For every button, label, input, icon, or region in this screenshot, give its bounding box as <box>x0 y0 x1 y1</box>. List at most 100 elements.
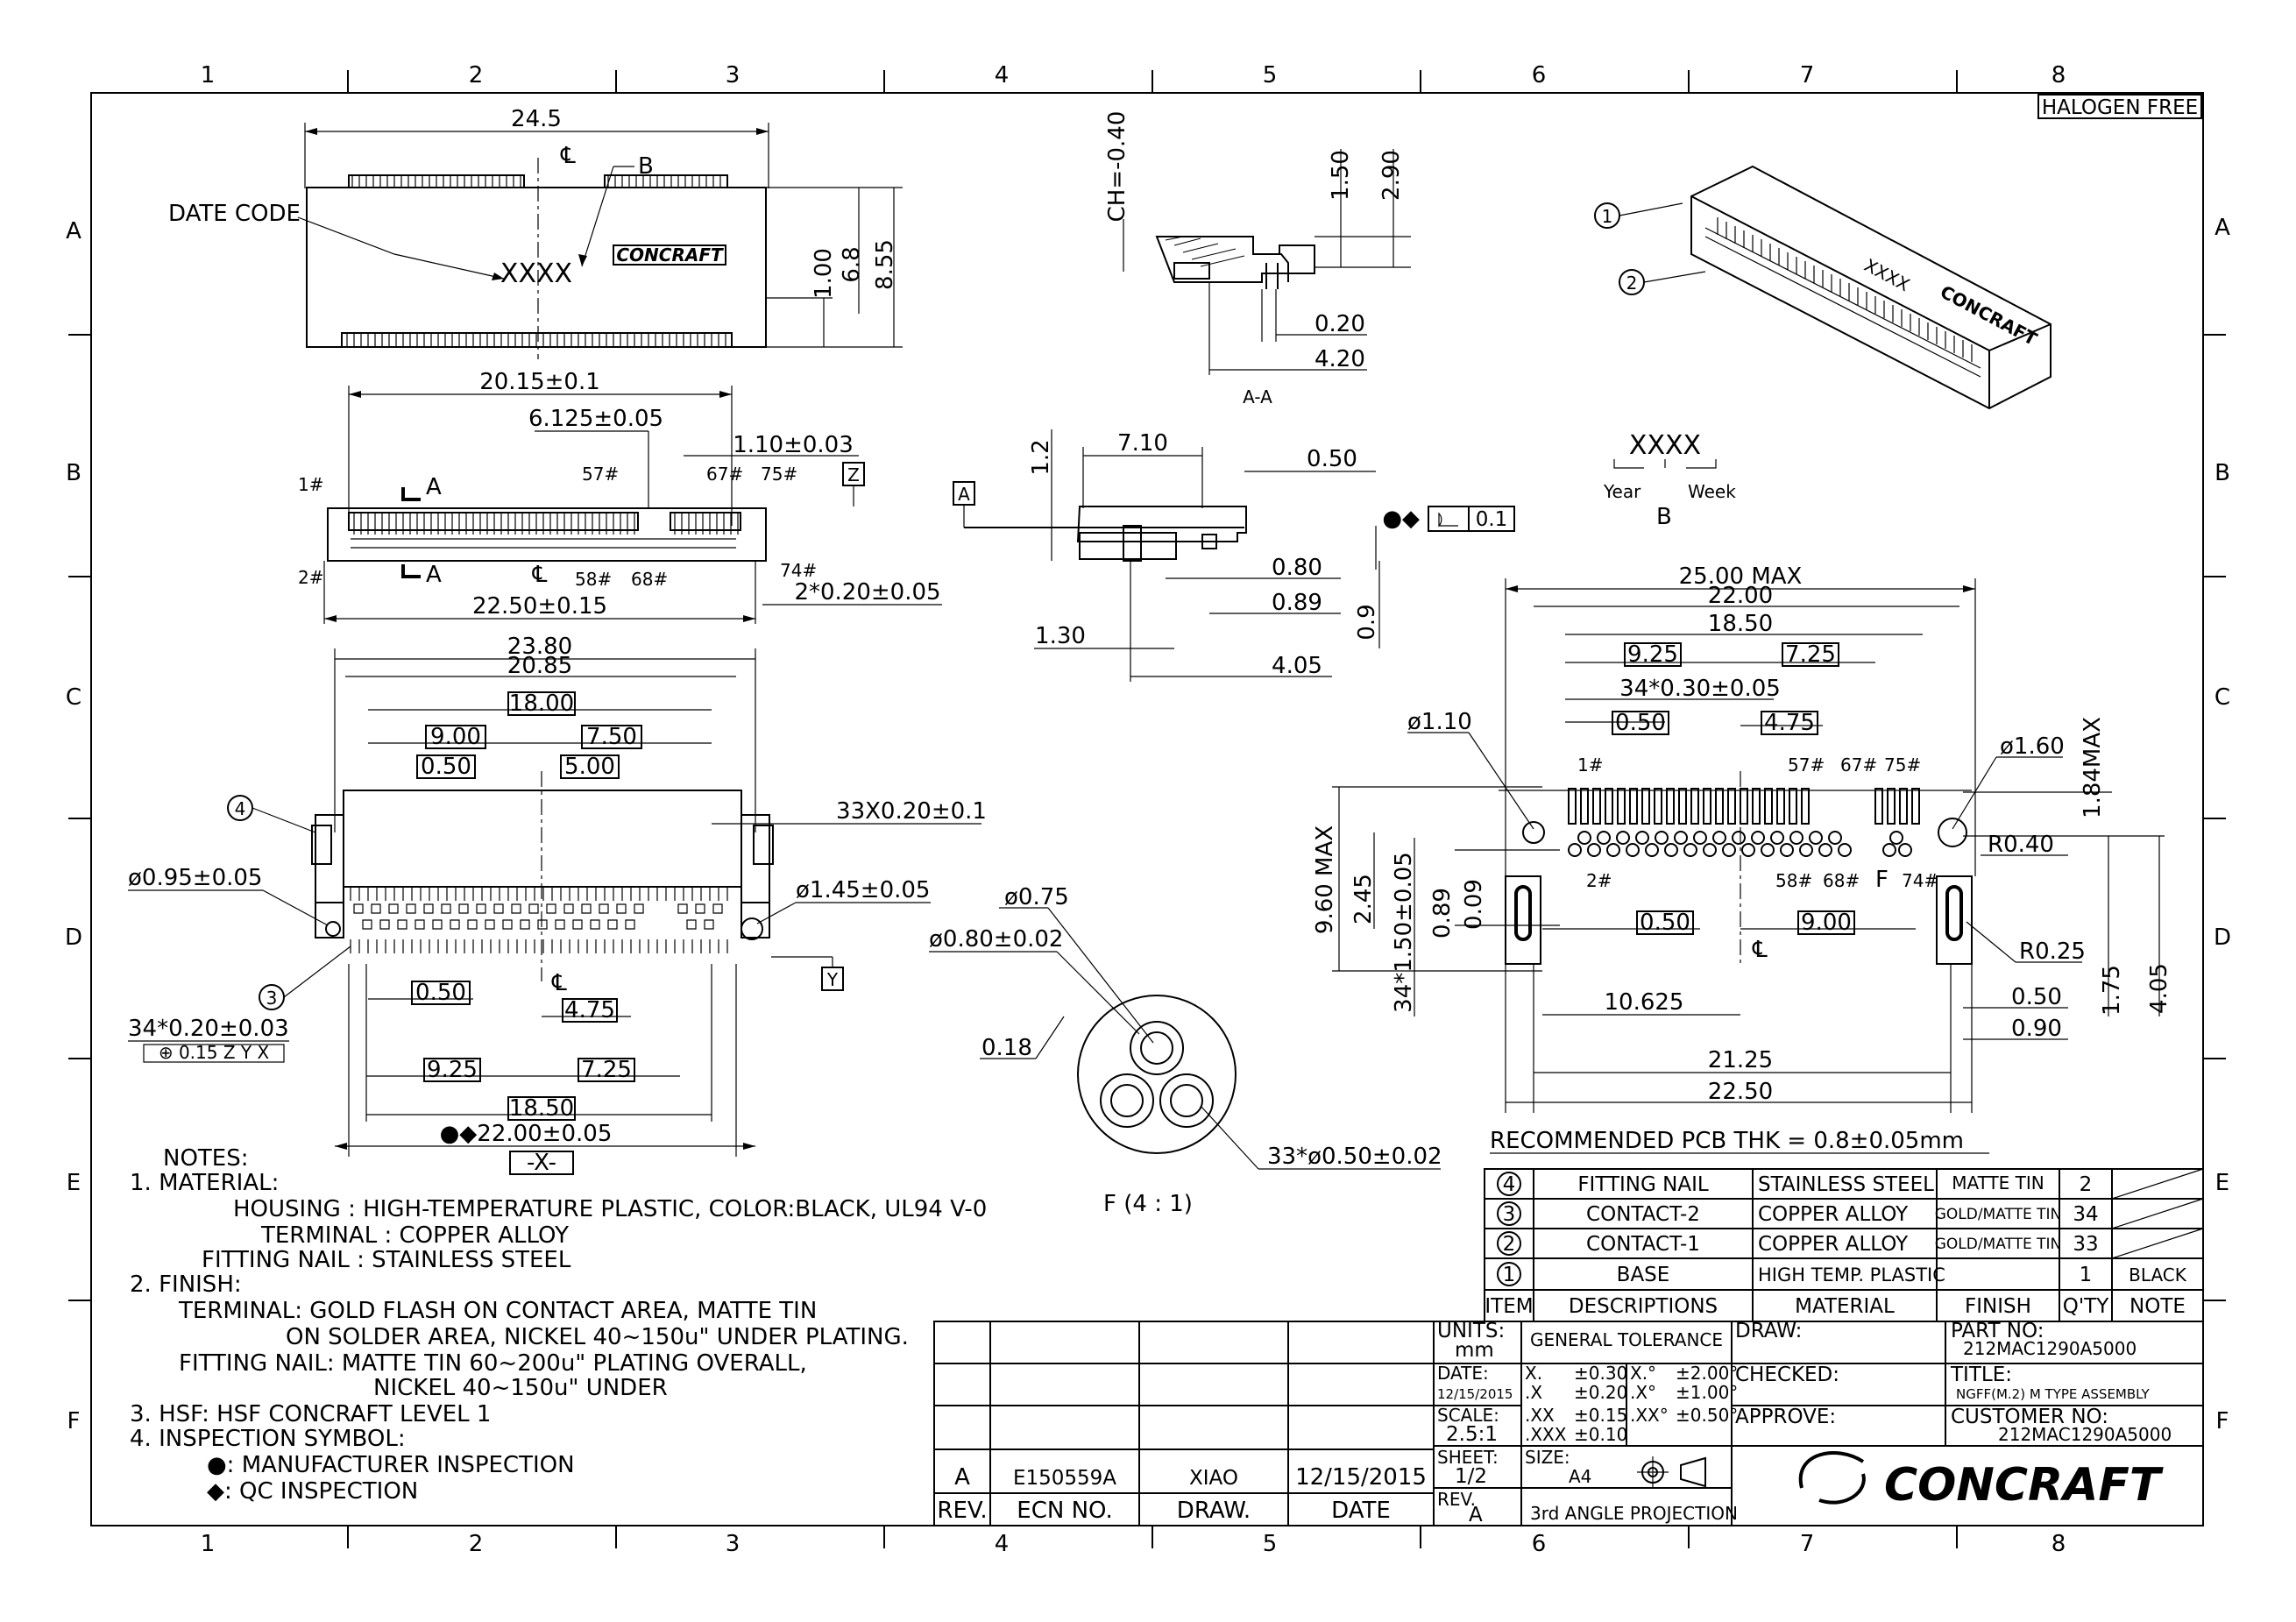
bom-qty: 33 <box>2073 1233 2098 1256</box>
tol-angle-format: .XX° <box>1630 1405 1669 1426</box>
bom-header-qty: Q'TY <box>2063 1295 2109 1318</box>
bom-header-material: MATERIAL <box>1795 1295 1895 1318</box>
note-line: TERMINAL : COPPER ALLOY <box>260 1222 569 1249</box>
pcb-dim-22-50: 22.50 <box>1708 1079 1773 1105</box>
notes: NOTES: 1. MATERIAL: HOUSING : HIGH-TEMPE… <box>130 1145 987 1505</box>
dim-1-50: 1.50 <box>1328 150 1354 201</box>
dim-0-50: 0.50 <box>1307 446 1357 472</box>
pcb-dim-25-00: 25.00 MAX <box>1679 563 1803 590</box>
dim-1-00: 1.00 <box>811 248 837 299</box>
dim-0-18: 0.18 <box>981 1035 1032 1061</box>
dim-22-50: 22.50±0.15 <box>472 593 607 620</box>
note-line: ON SOLDER AREA, NICKEL 40~150u" UNDER PL… <box>286 1324 909 1350</box>
date-code-label: DATE CODE <box>168 201 301 227</box>
bom-desc: CONTACT-2 <box>1586 1203 1700 1226</box>
bom-qty: 1 <box>2080 1264 2093 1286</box>
detail-b-callout: B <box>638 153 654 180</box>
grid-col-label: 4 <box>995 1531 1010 1557</box>
tol-angle-value: ±1.00° <box>1676 1382 1738 1403</box>
dim-6-8: 6.8 <box>839 246 865 282</box>
grid-col-label: 5 <box>1263 62 1278 89</box>
grid-col-label: 8 <box>2052 1531 2066 1557</box>
grid-col-label: 1 <box>201 62 216 89</box>
dim-4-05: 4.05 <box>1272 653 1322 679</box>
grid-col-label: 5 <box>1263 1531 1278 1557</box>
tb-customer-no: 212MAC1290A5000 <box>1998 1424 2172 1445</box>
tol-value: ±0.30 <box>1574 1363 1627 1384</box>
bom-qty: 34 <box>2073 1203 2098 1226</box>
tb-rev-label: REV. <box>1437 1489 1476 1510</box>
bom-header-note: NOTE <box>2129 1295 2186 1318</box>
title-block: UNITS: mm GENERAL TOLERANCE DATE: 12/15/… <box>1433 1320 2204 1526</box>
datum-a: A <box>958 484 970 505</box>
bom-desc: BASE <box>1617 1264 1670 1286</box>
dim-chamfer: CH=-0.40 <box>1104 111 1130 223</box>
dim-18-00: 18.00 <box>509 691 574 717</box>
grid-row-label: F <box>2216 1408 2229 1434</box>
grid-row-label: B <box>66 460 81 486</box>
iso-mark: XXXX <box>1860 254 1913 295</box>
tb-part-no-label: PART NO: <box>1951 1320 2044 1342</box>
front-housing <box>327 507 767 562</box>
grid-col-label: 2 <box>469 1531 484 1557</box>
dim-20-15: 20.15±0.1 <box>479 369 600 395</box>
pcb-dim-7-25: 7.25 <box>1785 641 1836 668</box>
tol-value: ±0.10 <box>1574 1424 1627 1445</box>
dim-8-55: 8.55 <box>872 239 898 290</box>
tol-format: .XXX <box>1525 1424 1567 1445</box>
pcb-dim-2-45: 2.45 <box>1350 874 1377 924</box>
pcb-dim-dia-1-60: ø1.60 <box>2000 733 2065 760</box>
date-code-week: Week <box>1688 481 1736 502</box>
rev-header-drawn: DRAW. <box>1177 1498 1251 1524</box>
pcb-centerline: ℄ <box>1752 937 1768 963</box>
pcb-dim-9-00: 9.00 <box>1801 910 1852 936</box>
dim-9-00: 9.00 <box>430 724 481 750</box>
third-angle-symbol <box>1637 1456 1706 1488</box>
bom-item: 3 <box>1503 1203 1516 1226</box>
front-centerline: ℄ <box>532 562 548 588</box>
dim-7-10: 7.10 <box>1117 430 1168 457</box>
flatness-value: 0.1 <box>1476 508 1508 531</box>
pin-75: 75# <box>761 464 797 485</box>
grid-row-label: A <box>2215 215 2230 241</box>
detail-f-outline <box>1077 995 1237 1154</box>
grid-col-label: 1 <box>201 1531 216 1557</box>
datum-y: Y <box>826 969 839 990</box>
pcb-pin-2: 2# <box>1586 870 1612 891</box>
pcb-pin-67: 67# <box>1840 754 1877 776</box>
dim-4-20: 4.20 <box>1315 346 1365 372</box>
note-line: 2. FINISH: <box>130 1271 242 1298</box>
pcb-dim-1-75: 1.75 <box>2099 965 2125 1016</box>
tb-scale-label: SCALE: <box>1437 1405 1499 1426</box>
grid-row-label: E <box>67 1170 81 1196</box>
front-view: 20.15±0.1 6.125±0.05 1.10±0.03 Z 1# 2# A… <box>298 369 942 624</box>
rev-date: 12/15/2015 <box>1295 1464 1427 1491</box>
pcb-pin-68: 68# <box>1823 870 1860 891</box>
tb-projection: 3rd ANGLE PROJECTION <box>1530 1503 1738 1524</box>
dim-7-25: 7.25 <box>581 1057 632 1083</box>
section-a-bottom: A <box>426 562 442 588</box>
pin-74: 74# <box>780 560 817 581</box>
grid-row-label: C <box>66 684 81 711</box>
dim-1-30: 1.30 <box>1035 623 1086 649</box>
dim-0-50: 0.50 <box>421 754 471 780</box>
dim-dia-0-75: ø0.75 <box>1004 884 1069 910</box>
tb-date-value: 12/15/2015 <box>1437 1386 1513 1402</box>
note-line: FITTING NAIL : STAINLESS STEEL <box>202 1247 571 1273</box>
pcb-pin-75: 75# <box>1884 754 1921 776</box>
tb-date-label: DATE: <box>1437 1363 1489 1384</box>
pcb-caption: RECOMMENDED PCB THK = 0.8±0.05mm <box>1490 1128 1964 1154</box>
bom-item: 1 <box>1503 1264 1516 1286</box>
tb-part-no: 212MAC1290A5000 <box>1963 1338 2137 1359</box>
grid-col-label: 7 <box>1800 62 1815 89</box>
section-label: A-A <box>1243 386 1272 407</box>
top-view: 24.5 ℄ B DATE CODE XXXX CONCRAFT 1.00 6.… <box>168 106 903 359</box>
tb-checked-label: CHECKED: <box>1735 1363 1839 1386</box>
note-line: HOUSING : HIGH-TEMPERATURE PLASTIC, COLO… <box>233 1196 987 1222</box>
isometric-view: 1 2 XXXX CONCRAFT <box>1594 165 2052 410</box>
grid-row-label: D <box>2214 924 2231 951</box>
row-labels: A B C D E F A B C D E F <box>65 215 2231 1434</box>
dim-33x: 33X0.20±0.1 <box>836 798 987 825</box>
revision-table: A E150559A XIAO 12/15/2015 REV. ECN NO. … <box>933 1321 1435 1526</box>
dim-33x-dia-0-50: 33*ø0.50±0.02 <box>1267 1144 1442 1170</box>
